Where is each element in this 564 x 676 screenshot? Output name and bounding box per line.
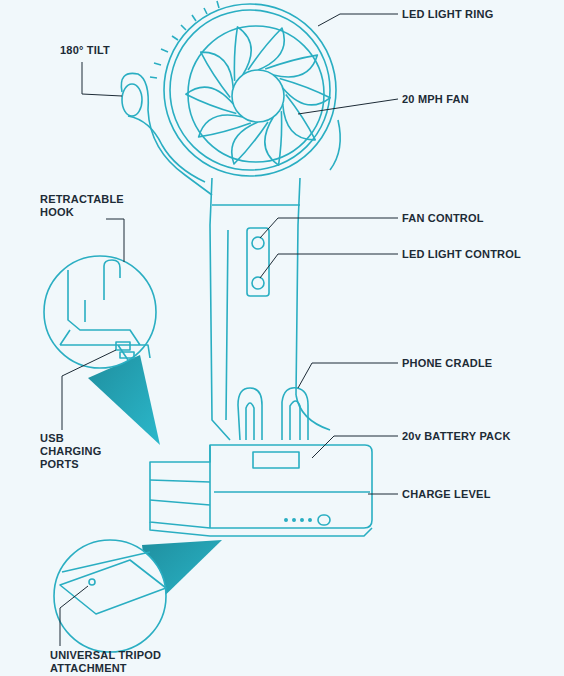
hook-inset-detail	[60, 270, 150, 360]
part-label: 180° TILT	[60, 44, 180, 57]
leader-line	[368, 494, 398, 495]
part-label: LED LIGHT CONTROL	[402, 248, 562, 261]
led-light-ring	[164, 4, 336, 176]
fan-hub	[232, 70, 284, 122]
fan-housing	[170, 10, 330, 170]
leader-line	[260, 254, 398, 278]
leader-line	[62, 350, 116, 430]
led-button	[252, 277, 264, 289]
battery-pack	[209, 445, 211, 528]
handle	[212, 205, 300, 420]
tilt-knob	[122, 84, 142, 116]
handle	[296, 395, 330, 430]
leader-line	[318, 14, 398, 26]
part-label: UNIVERSAL TRIPOD ATTACHMENT	[50, 649, 180, 675]
phone-cradle	[282, 388, 308, 440]
part-label: FAN CONTROL	[402, 212, 562, 225]
charge-dot	[293, 519, 295, 521]
handle	[210, 178, 300, 440]
part-label: 20v BATTERY PACK	[402, 430, 562, 443]
fan-grille	[188, 26, 324, 162]
leader-line	[298, 99, 398, 114]
usb-port	[116, 342, 130, 350]
leader-line	[298, 363, 398, 388]
charge-button	[318, 515, 330, 525]
fan-blades	[185, 26, 331, 167]
tripod-inset-detail	[62, 552, 150, 572]
part-label: 20 MPH FAN	[402, 93, 562, 106]
part-label: PHONE CRADLE	[402, 357, 562, 370]
part-label: CHARGE LEVEL	[402, 488, 562, 501]
base	[150, 522, 372, 536]
tilt-bracket	[330, 120, 340, 170]
base	[150, 445, 372, 528]
part-label: LED LIGHT RING	[402, 8, 562, 21]
charge-dot	[309, 519, 311, 521]
part-label: USB CHARGING PORTS	[40, 432, 124, 471]
base	[150, 480, 210, 505]
battery-pack	[214, 491, 370, 493]
hook-inset	[44, 256, 156, 368]
control-panel	[247, 228, 269, 296]
battery-label	[253, 452, 299, 468]
tripod-inset	[54, 540, 166, 652]
fan-button	[252, 237, 264, 249]
leader-line	[106, 219, 124, 262]
retractable-hook	[104, 260, 120, 300]
part-label: RETRACTABLE HOOK	[40, 193, 120, 219]
phone-cradle	[238, 388, 262, 440]
charge-dot	[285, 519, 287, 521]
charge-dot	[301, 519, 303, 521]
tripod-socket	[89, 579, 95, 585]
leader-line	[312, 436, 398, 458]
leader-line	[60, 586, 88, 646]
leader-line	[82, 62, 122, 96]
usb-port	[120, 352, 134, 358]
leader-line	[260, 218, 398, 238]
